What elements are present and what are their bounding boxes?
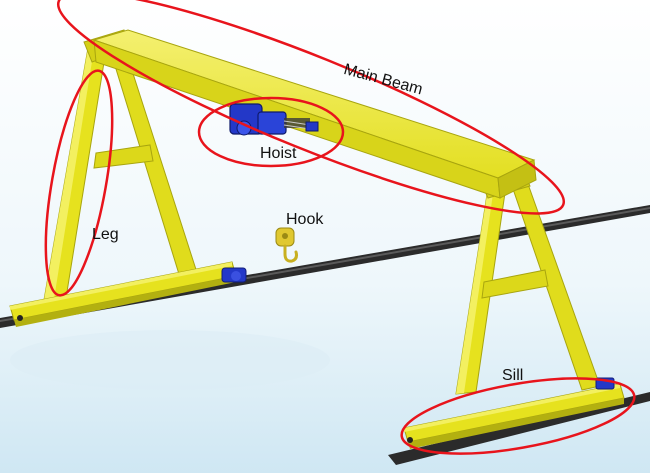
sill-label: Sill [502, 367, 524, 384]
right-sill [403, 377, 625, 449]
electric-hoist-icon [229, 103, 319, 136]
hoist-label: Hoist [260, 145, 297, 162]
crane-hook-icon [275, 227, 298, 263]
ring-leg [44, 69, 114, 297]
leg-label: Leg [92, 226, 119, 243]
ring-sill [400, 377, 636, 455]
ring-hoist [197, 96, 345, 168]
floor-reflection [10, 330, 330, 390]
left-sill [9, 261, 237, 327]
motor-icon [221, 267, 247, 283]
ring-main-beam [56, 0, 566, 215]
highlight-rings [44, 0, 636, 455]
hook-label: Hook [286, 211, 324, 228]
